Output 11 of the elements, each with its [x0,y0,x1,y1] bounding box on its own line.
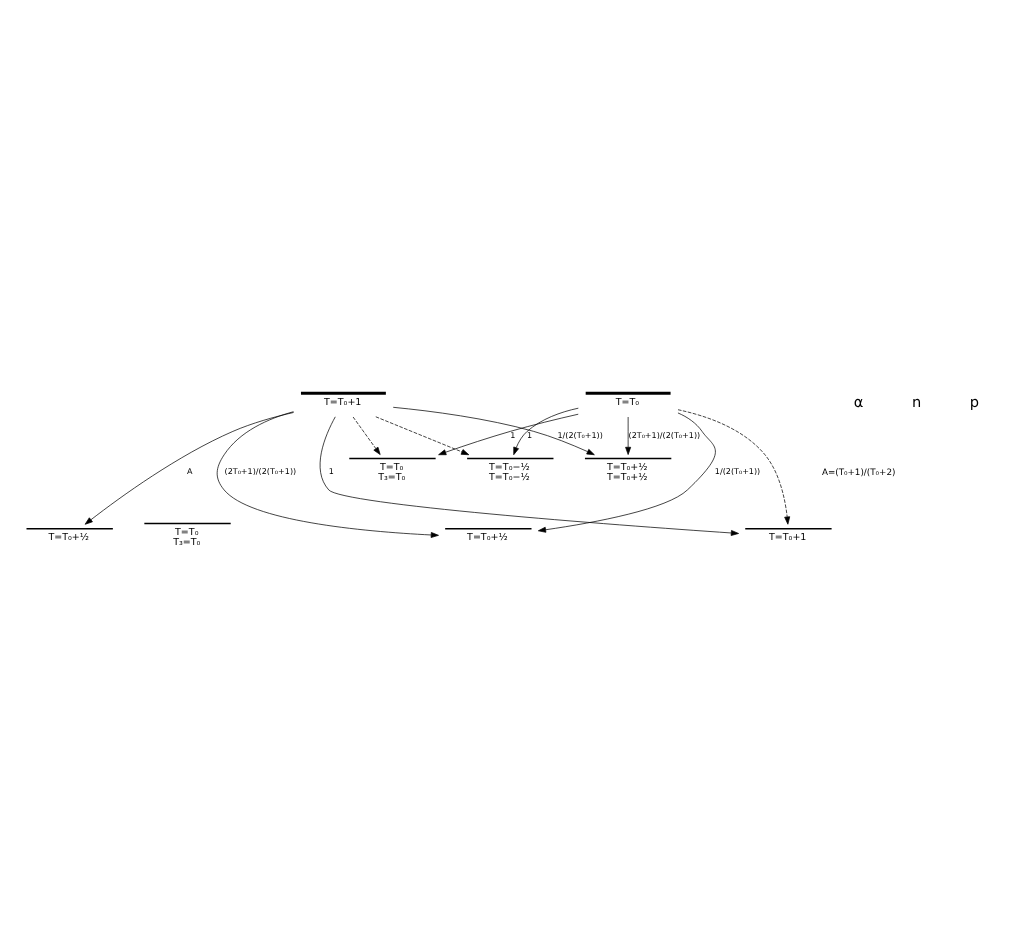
arrow [352,415,381,454]
arrow [392,405,595,455]
arrow [625,415,632,454]
arrow [84,411,294,524]
arrow [537,411,716,532]
arrow [319,415,739,535]
arrow [216,410,439,537]
arrow [513,406,579,455]
arrow [438,412,579,455]
arrow [677,408,791,524]
arrow [375,415,470,455]
